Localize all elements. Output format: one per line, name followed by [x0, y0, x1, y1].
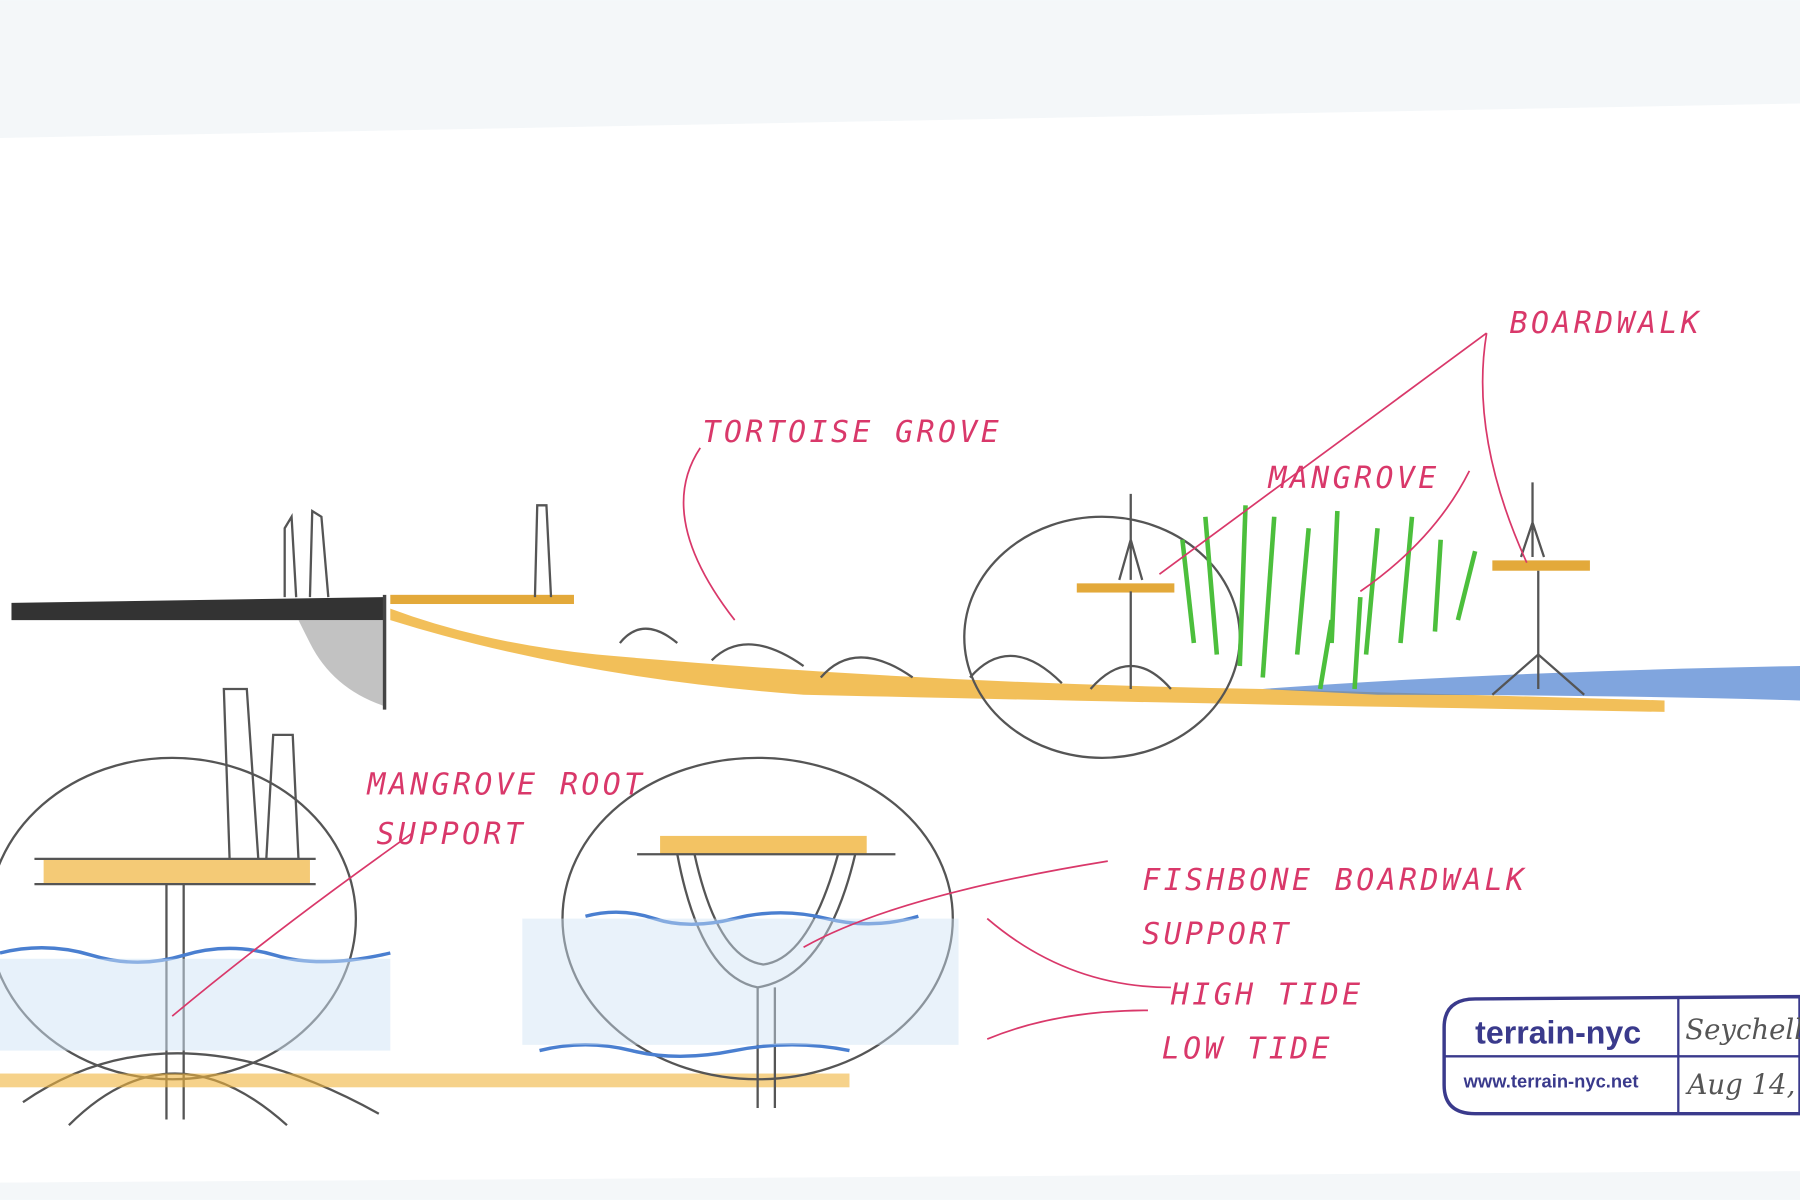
stamp-date: Aug 14, 201 — [1685, 1069, 1800, 1101]
label-tortoise-grove: TORTOISE GROVE — [703, 415, 1003, 450]
label-low-tide: LOW TIDE — [1162, 1032, 1333, 1067]
section-elevation — [11, 482, 1800, 759]
label-high-tide: HIGH TIDE — [1170, 978, 1364, 1013]
terrain-nyc-stamp: terrain-nyc www.terrain-nyc.net Seychell… — [1442, 994, 1800, 1116]
label-fishbone-boardwalk: FISHBONE BOARDWALK — [1142, 863, 1527, 898]
label-mangrove-root: MANGROVE ROOT — [366, 768, 645, 803]
stamp-url: www.terrain-nyc.net — [1463, 1070, 1639, 1091]
stamp-location: Seychelles — [1685, 1014, 1800, 1046]
label-mangrove: MANGROVE — [1267, 461, 1439, 496]
label-boardwalk: BOARDWALK — [1510, 306, 1703, 341]
label-mangrove-root-support: SUPPORT — [377, 817, 527, 852]
label-fishbone-support: SUPPORT — [1142, 917, 1292, 952]
fishbone-support-detail — [561, 756, 954, 1108]
mangrove-grass — [1180, 505, 1478, 690]
stamp-name: terrain-nyc — [1475, 1015, 1641, 1051]
annotation-leaders — [171, 332, 1528, 1040]
